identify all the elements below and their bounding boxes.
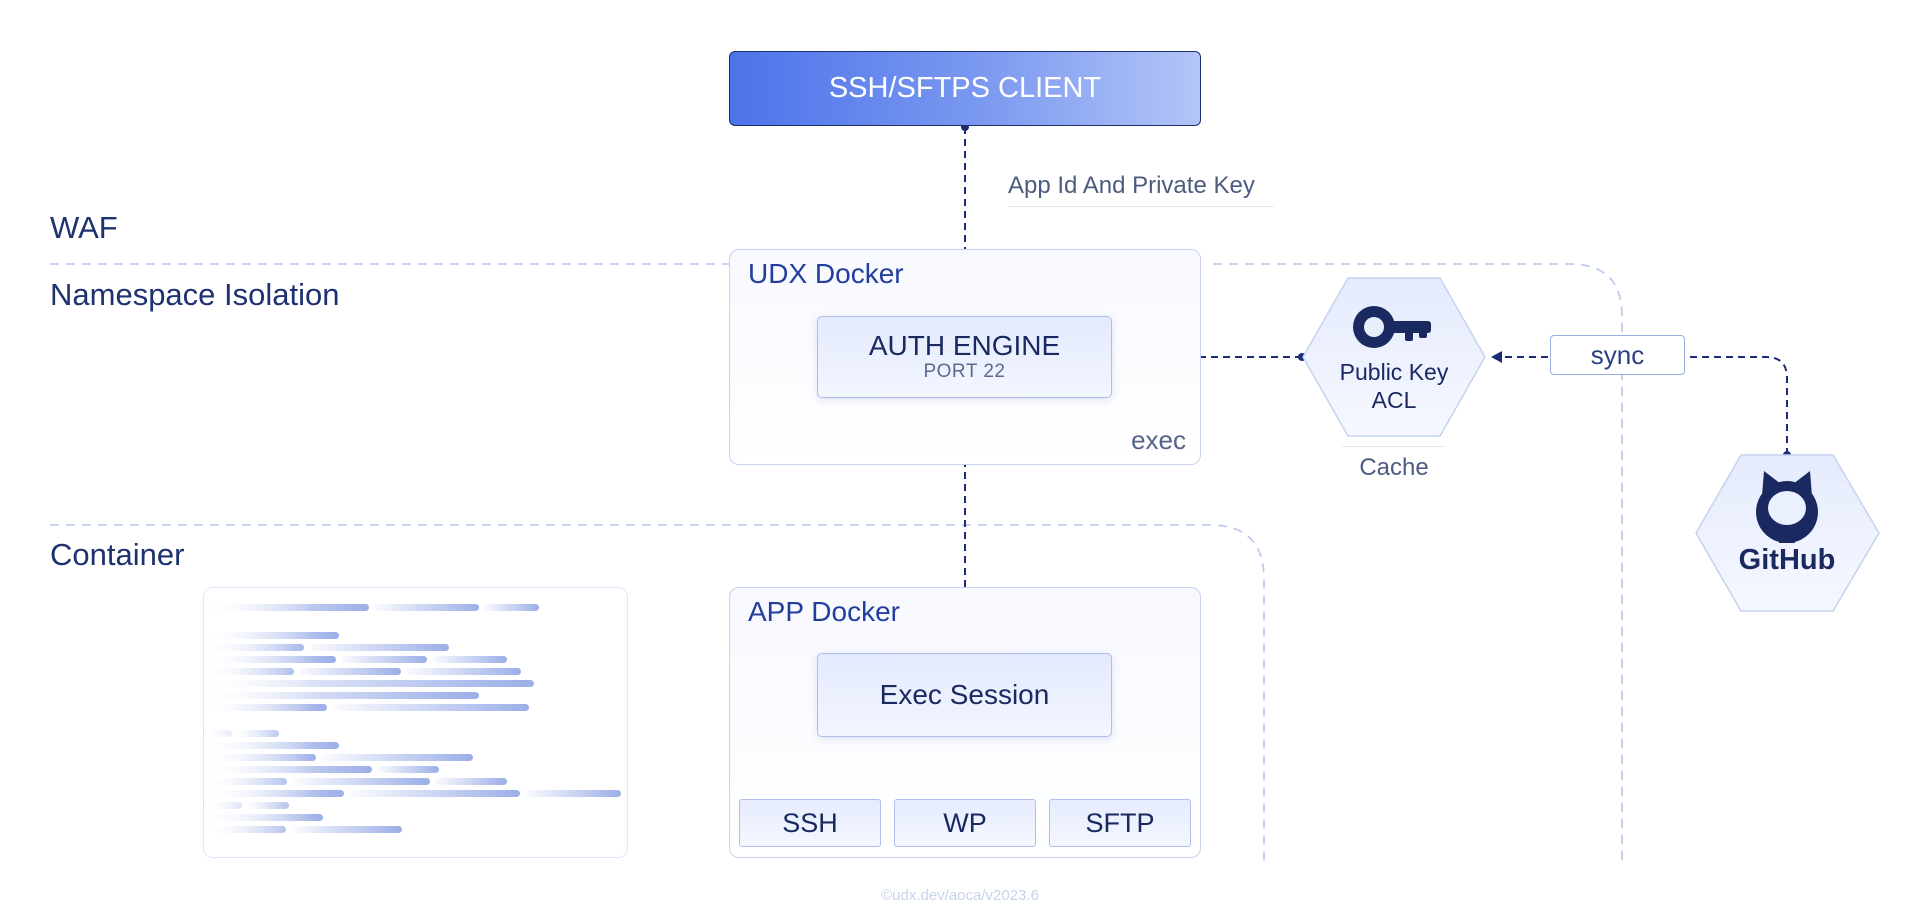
code-line [332,704,529,711]
code-line [525,790,621,797]
sftp-protocol-node[interactable]: SFTP [1049,799,1191,847]
cache-rule [1342,446,1446,447]
public-key-acl-label: Public Key ACL [1304,358,1484,414]
zone-label-waf: WAF [50,210,118,245]
ssh-sftps-client-node[interactable]: SSH/SFTPS CLIENT [729,51,1201,126]
arrow-head [1491,351,1502,363]
container-boundary [50,524,1265,862]
code-line [309,644,449,651]
key-icon [1353,306,1431,348]
code-line [321,754,473,761]
auth-engine-node[interactable]: AUTH ENGINE PORT 22 [817,316,1112,398]
auth-engine-title: AUTH ENGINE [868,330,1061,361]
github-to-sync-line [1688,356,1788,455]
footer-version: ©udx.dev/aoca/v2023.6 [881,887,1039,904]
exec-tag: exec [1131,425,1186,455]
code-line [291,826,402,833]
code-line [292,778,430,785]
zone-label-namespace: Namespace Isolation [50,277,340,312]
public-key-acl-line1: Public Key [1339,359,1449,385]
github-icon [1756,471,1818,543]
code-line [204,692,479,699]
app-docker-title: APP Docker [748,596,900,627]
sync-label: sync [1590,339,1645,370]
credentials-edge-label: App Id And Private Key [1008,172,1255,199]
code-line [374,604,479,611]
exec-session-label: Exec Session [879,679,1050,710]
exec-session-node[interactable]: Exec Session [817,653,1112,737]
ssh-protocol-node[interactable]: SSH [739,799,881,847]
waf-boundary-right [1213,263,1623,862]
zone-label-container: Container [50,537,185,572]
credentials-underline [1008,206,1274,207]
code-line [299,668,401,675]
udx-docker-title: UDX Docker [748,258,904,289]
code-fade-overlay [204,588,314,857]
cache-label: Cache [1359,454,1429,481]
public-key-acl-line2: ACL [1371,387,1417,413]
ssh-protocol-label: SSH [782,807,838,838]
code-line [204,680,534,687]
code-line [406,668,521,675]
auth-engine-port: PORT 22 [923,361,1006,382]
code-snippet-card [203,587,628,858]
wp-protocol-node[interactable]: WP [894,799,1036,847]
sftp-protocol-label: SFTP [1085,807,1155,838]
client-label: SSH/SFTPS CLIENT [828,72,1102,104]
github-label: GitHub [1738,544,1836,576]
code-line [484,604,539,611]
code-line [432,656,507,663]
public-key-acl-hexagon [1302,277,1486,437]
code-line [349,790,520,797]
code-line [377,766,439,773]
code-line [341,656,427,663]
code-line [435,778,507,785]
wp-protocol-label: WP [943,807,987,838]
sync-edge-label[interactable]: sync [1550,335,1685,375]
